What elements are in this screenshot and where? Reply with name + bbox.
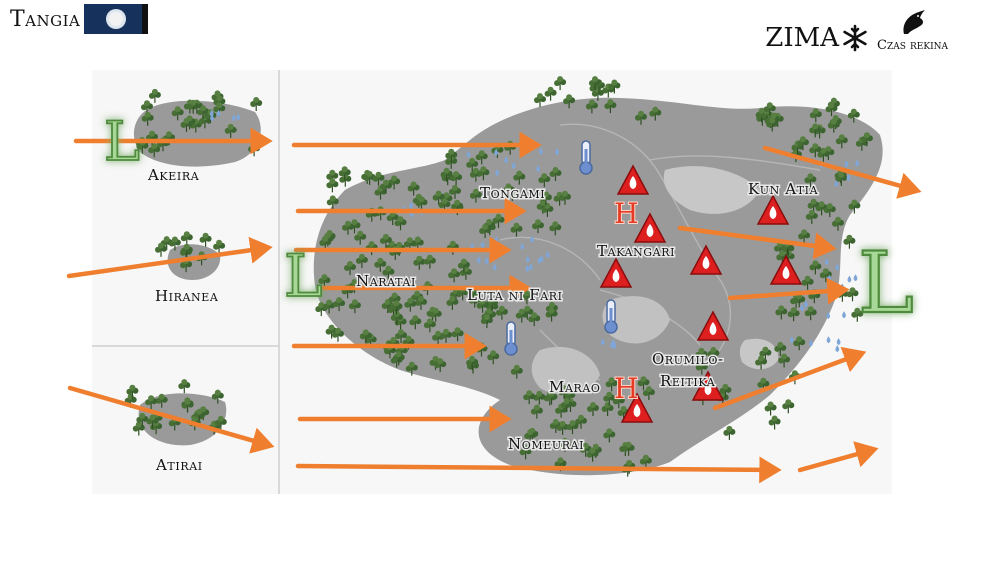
brand-name: ZIMA: [765, 23, 839, 53]
label-akeira: Akeira: [147, 166, 200, 184]
island-main-lowland-c: [531, 346, 600, 395]
brand-zima: ZIMA: [765, 23, 869, 53]
island-akeira: [133, 100, 261, 167]
snowflake-icon: [843, 24, 867, 52]
high-pressure-north: H: [614, 197, 638, 230]
wind-arrow-atirai: [67, 385, 275, 454]
wind-arrows: [66, 127, 922, 484]
low-pressure-akeira: L: [104, 110, 140, 173]
island-main-lowland-b: [602, 296, 670, 344]
sub-brand-label: Czas rekina: [877, 38, 948, 53]
pressure-markers: L L L H H: [103, 109, 915, 406]
label-takangari: Takangari: [597, 242, 675, 260]
page-title: Tangia: [10, 6, 81, 32]
high-pressure-south: H: [614, 372, 638, 405]
label-tongami: Tongami: [480, 184, 545, 202]
wind-arrow-east: [727, 277, 850, 305]
island-main-lowland-a: [663, 166, 760, 214]
label-nomeurai: Nomeurai: [508, 435, 584, 453]
wind-arrow-hiranea: [66, 236, 273, 279]
label-orumilo: Orumilo-: [652, 350, 724, 368]
label-luta-ni-fari: Luta ni Fari: [467, 286, 563, 304]
wind-arrow-takangari: [677, 225, 837, 260]
label-reitika: Reitika: [660, 372, 716, 390]
label-marao: Marao: [549, 378, 601, 396]
header-title-group: Tangia: [10, 4, 149, 34]
brand-czas: Czas rekina: [877, 8, 948, 53]
wind-arrow-nomeurai: [295, 456, 782, 484]
island-main-lowland-d: [739, 338, 779, 370]
thermometer-icon: [504, 321, 518, 356]
shark-icon: [902, 10, 925, 34]
wind-arrow-southeast: [797, 441, 879, 473]
region-labels: Akeira Hiranea Atirai Tongami Kun Atia N…: [147, 166, 819, 474]
low-pressure-west: L: [284, 242, 323, 310]
thermometer-icon: [579, 140, 593, 175]
label-atirai: Atirai: [155, 456, 203, 474]
low-pressure-east: L: [858, 234, 914, 332]
label-kun-atia: Kun Atia: [748, 180, 819, 198]
label-hiranea: Hiranea: [155, 287, 219, 305]
brand-block: ZIMA Czas rekina: [765, 8, 948, 53]
label-naratai: Naratai: [356, 272, 416, 290]
wind-arrow-northeast: [762, 145, 922, 199]
wind-arrow-reitika: [712, 346, 867, 411]
flag-icon: [84, 4, 149, 34]
thermometer-icon: [604, 299, 618, 334]
